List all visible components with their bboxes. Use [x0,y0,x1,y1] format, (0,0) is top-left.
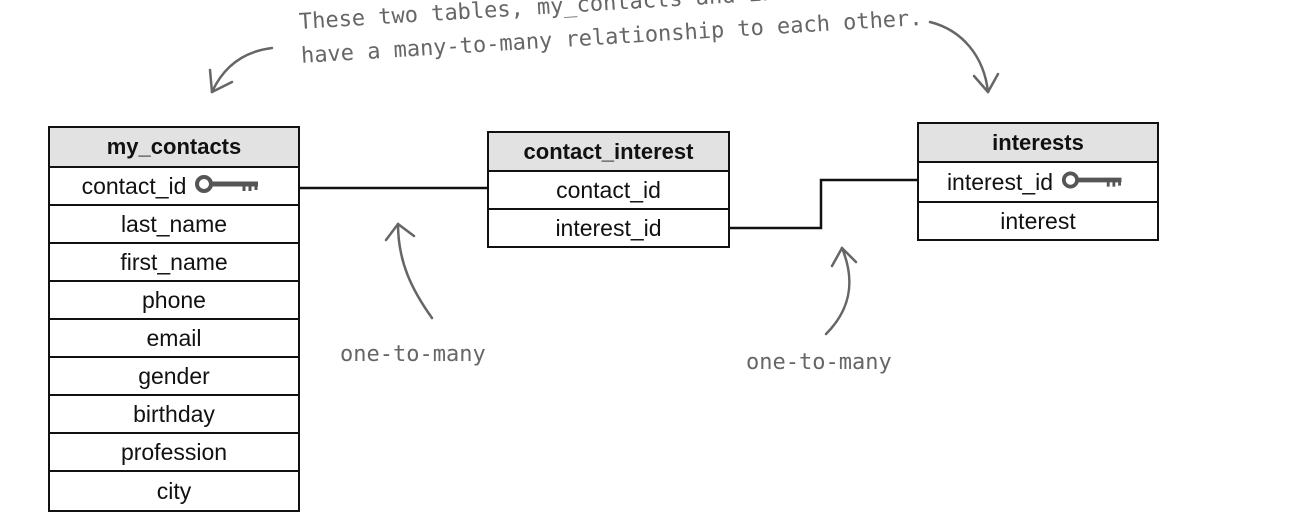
column-name: email [146,324,202,351]
table-row: city [50,472,298,510]
table-rows: contact_id interest_id [489,172,728,246]
column-name: birthday [133,400,215,427]
key-icon [194,173,266,200]
table-row: interest [919,203,1157,239]
table-header: my_contacts [50,128,298,168]
column-name: city [156,477,192,504]
table-row: first_name [50,244,298,282]
table-row: last_name [50,206,298,244]
table-row: contact_id [489,172,728,210]
table-interests: interests interest_id interest [917,122,1159,241]
table-header: contact_interest [489,133,728,172]
column-name: first_name [120,248,228,275]
table-row: phone [50,282,298,320]
annotation-arrow-right [824,246,858,336]
column-name: interest_id [555,214,662,241]
one-to-many-label-right: one-to-many [746,350,892,375]
column-name: phone [142,286,206,313]
table-row: interest_id [919,163,1157,203]
table-row: email [50,320,298,358]
column-name: interest_id [946,168,1054,195]
table-row: gender [50,358,298,396]
table-contact-interest: contact_interest contact_id interest_id [487,131,730,248]
table-rows: interest_id interest [919,163,1157,239]
table-row: contact_id [50,168,298,206]
table-row: interest_id [489,210,728,246]
key-icon [1061,169,1129,196]
annotation-arrow-top-right [928,20,1000,94]
table-header: interests [919,124,1157,163]
column-name: interest [1000,207,1076,234]
annotation-arrow-top-left [208,46,274,94]
column-name: contact_id [81,172,187,199]
column-name: profession [120,438,228,465]
one-to-many-label-left: one-to-many [340,342,486,367]
column-name: gender [138,362,210,389]
table-my-contacts: my_contacts contact_id last_name first_n… [48,126,300,512]
table-row: birthday [50,396,298,434]
table-rows: contact_id last_name first_name phone em… [50,168,298,510]
table-row: profession [50,434,298,472]
fk-line-interest-id [709,178,934,234]
column-name: contact_id [556,176,661,203]
column-name: last_name [120,210,228,237]
annotation-arrow-left [384,222,434,320]
